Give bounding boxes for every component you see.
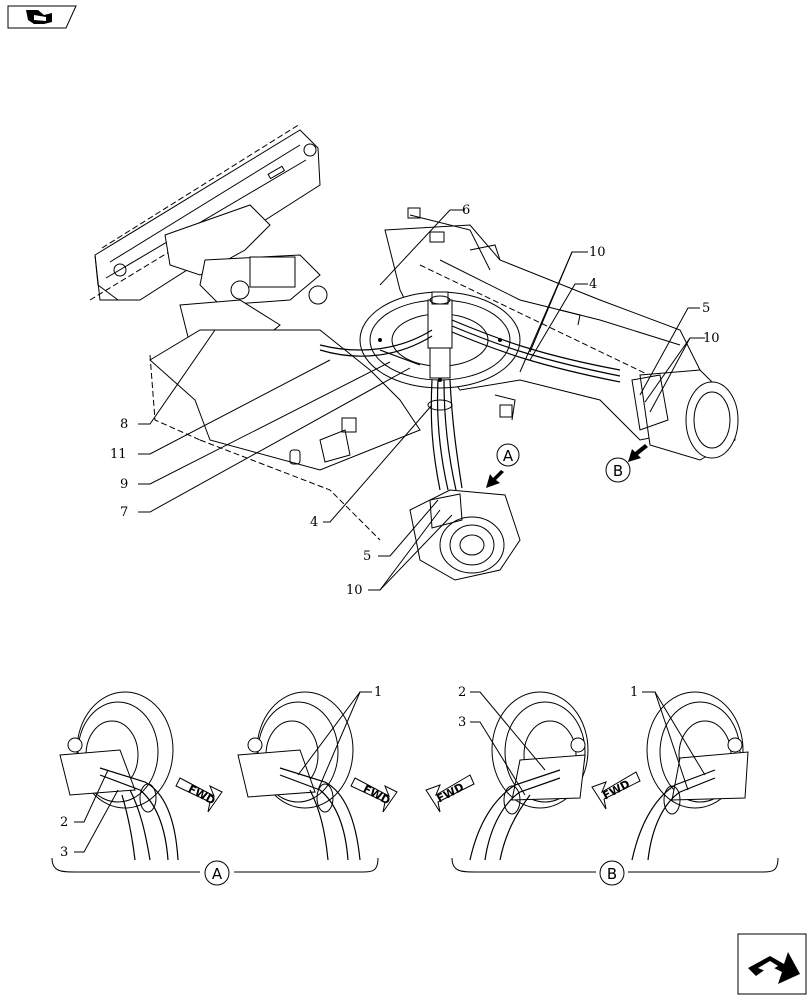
view-b-arrow-icon	[628, 444, 648, 462]
view-a-label: A	[204, 860, 230, 886]
callout-4: 4	[310, 515, 318, 530]
callout-11: 11	[110, 447, 127, 462]
svg-text:B: B	[607, 865, 617, 883]
svg-text:FWD: FWD	[186, 782, 218, 807]
fwd-arrow-3: FWD	[425, 774, 475, 813]
fwd-arrow-1: FWD	[175, 777, 223, 813]
callout-10: 10	[703, 331, 720, 346]
callout-6: 6	[462, 203, 470, 218]
callout-7: 7	[120, 505, 128, 520]
callout-1: 1	[374, 685, 382, 700]
nav-forward-icon[interactable]	[737, 933, 807, 995]
callout-10: 10	[589, 245, 606, 260]
detail-views: FWD FWD	[51, 685, 779, 886]
callout-5: 5	[702, 301, 710, 316]
callout-10: 10	[346, 583, 363, 598]
motor-detail-a2	[237, 691, 361, 861]
nav-back-icon[interactable]	[7, 5, 77, 29]
motor-detail-b2	[631, 691, 749, 861]
svg-text:A: A	[212, 865, 223, 883]
callout-5: 5	[363, 549, 371, 564]
callout-2: 2	[458, 685, 466, 700]
callout-1: 1	[630, 685, 638, 700]
motor-detail-a1	[59, 691, 179, 861]
callout-8: 8	[120, 417, 128, 432]
svg-text:A: A	[503, 447, 514, 465]
svg-text:FWD: FWD	[361, 782, 393, 807]
callout-9: 9	[120, 477, 128, 492]
motor-detail-b1	[469, 691, 589, 861]
view-b-label: B	[599, 860, 625, 886]
callout-3: 3	[60, 845, 68, 860]
undercarriage-drawing: A B 6 10 4 5 10 8 11 9 7 4	[89, 123, 739, 598]
fwd-arrow-2: FWD	[350, 777, 398, 813]
svg-text:B: B	[613, 462, 623, 480]
callout-3: 3	[458, 715, 466, 730]
svg-text:FWD: FWD	[601, 777, 633, 802]
view-a-marker[interactable]: A	[496, 443, 520, 467]
view-b-marker[interactable]: B	[605, 457, 631, 483]
callout-2: 2	[60, 815, 68, 830]
callout-4: 4	[589, 277, 597, 292]
fwd-arrow-4: FWD	[591, 771, 641, 810]
svg-text:FWD: FWD	[435, 780, 467, 805]
view-a-arrow-icon	[486, 470, 504, 488]
